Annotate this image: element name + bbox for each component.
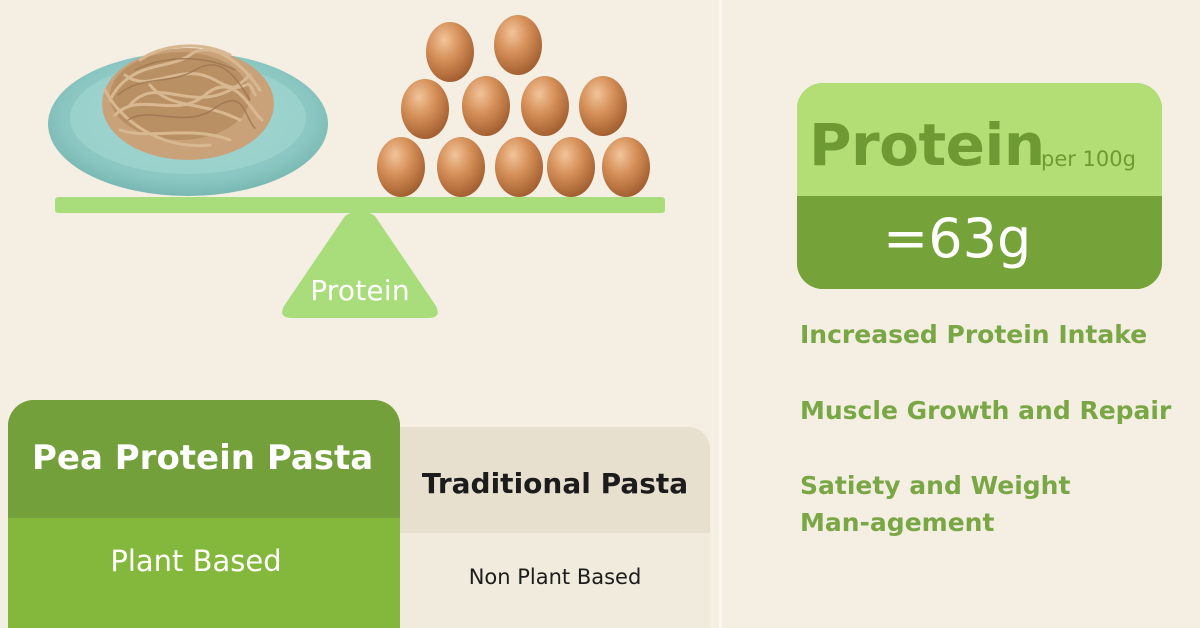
panel-divider — [719, 0, 722, 628]
protein-value: =63g — [883, 207, 1032, 270]
benefit-item: Increased Protein Intake — [800, 320, 1148, 349]
pasta-plate-icon — [48, 44, 328, 196]
benefit-item: Satiety and Weight Man-agement — [800, 471, 1071, 537]
pea-protein-pasta-value-cell — [8, 518, 400, 628]
pea-protein-pasta-header — [8, 400, 400, 518]
protein-content-box: Protein per 100g =63g — [797, 83, 1162, 289]
egg-pyramid-icon — [377, 15, 650, 197]
traditional-pasta-value: Non Plant Based — [468, 565, 642, 589]
scale-beam — [55, 197, 665, 213]
protein-box-bottom — [797, 196, 1162, 289]
fulcrum-label: Protein — [310, 274, 410, 307]
traditional-pasta-title: Traditional Pasta — [421, 467, 689, 500]
benefit-item: Muscle Growth and Repair — [800, 396, 1172, 425]
scale-illustration — [48, 15, 665, 318]
pea-protein-pasta-title: Pea Protein Pasta — [32, 438, 374, 478]
traditional-pasta-header — [372, 427, 710, 533]
protein-per-unit: per 100g — [1041, 147, 1136, 171]
protein-heading: Protein — [809, 111, 1045, 179]
traditional-pasta-value-cell — [372, 533, 710, 628]
scale-fulcrum-icon — [282, 211, 438, 318]
pea-protein-pasta-card: Pea Protein Pasta Plant Based — [8, 400, 400, 628]
pea-protein-pasta-value: Plant Based — [110, 544, 282, 578]
protein-box-top — [797, 83, 1162, 196]
